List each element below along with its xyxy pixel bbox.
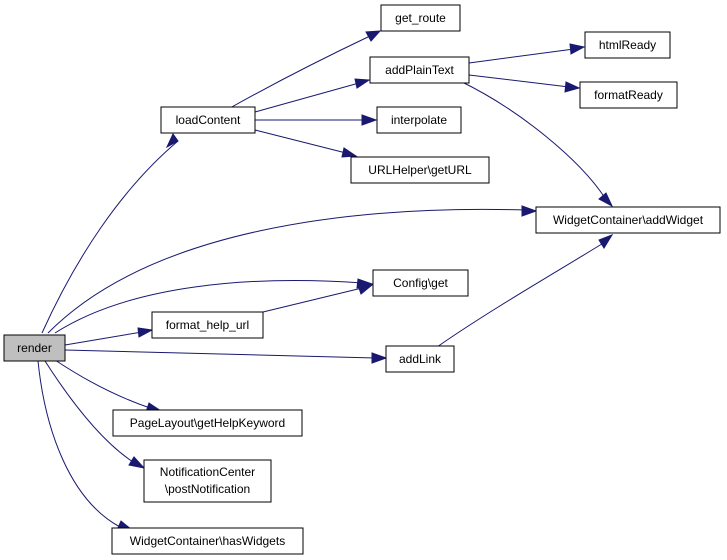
node-render[interactable]: render	[3, 334, 66, 362]
node-label: WidgetContainer\addWidget	[553, 213, 704, 227]
arrowhead	[165, 133, 179, 149]
edge-render-widgetcontainer-haswidgets	[37, 360, 121, 528]
node-urlhelper-geturl[interactable]: URLHelper\getURL	[350, 156, 490, 184]
edge-render-format-help-url	[64, 331, 143, 346]
node-label: URLHelper\getURL	[368, 163, 472, 177]
node-label-line2: \postNotification	[165, 482, 250, 496]
edge-render-config-get	[54, 280, 364, 334]
node-label: format_help_url	[166, 318, 249, 332]
node-label: PageLayout\getHelpKeyword	[130, 416, 285, 430]
edge-loadcontent-getroute	[229, 35, 371, 109]
node-label: interpolate	[391, 113, 447, 127]
node-addlink[interactable]: addLink	[385, 345, 455, 373]
edges	[37, 35, 606, 528]
arrowheads	[116, 30, 614, 531]
arrowhead	[361, 114, 378, 126]
arrowhead	[371, 352, 388, 364]
node-loadcontent[interactable]: loadContent	[160, 106, 256, 134]
node-label: loadContent	[176, 113, 241, 127]
arrowhead	[128, 456, 146, 469]
edge-addplaintext-htmlready	[468, 48, 575, 64]
edge-addlink-addwidget	[436, 241, 606, 348]
node-formatready[interactable]: formatReady	[579, 81, 678, 109]
arrowhead	[598, 192, 614, 208]
edge-addplaintext-formatready	[468, 74, 570, 88]
node-label: WidgetContainer\hasWidgets	[130, 534, 285, 548]
node-label: addPlainText	[385, 63, 454, 77]
arrowhead	[137, 327, 154, 338]
arrowhead	[569, 43, 586, 55]
node-label: Config\get	[393, 276, 448, 290]
edge-loadcontent-urlhelper	[254, 129, 347, 154]
node-notificationcenter-postnotification[interactable]: NotificationCenter \postNotification	[143, 459, 272, 503]
node-widgetcontainer-addwidget[interactable]: WidgetContainer\addWidget	[535, 206, 721, 234]
arrowhead	[598, 234, 614, 249]
arrowhead	[564, 81, 581, 93]
node-label: render	[17, 341, 52, 355]
node-htmlready[interactable]: htmlReady	[584, 31, 671, 59]
node-label: htmlReady	[599, 38, 656, 52]
node-label: get_route	[395, 11, 446, 25]
edge-render-pagelayout	[54, 359, 151, 409]
edge-render-addlink	[64, 349, 376, 359]
arrowhead	[341, 147, 358, 158]
node-config-get[interactable]: Config\get	[372, 269, 469, 297]
edge-formathelpurl-configget	[262, 287, 363, 313]
node-label-line1: NotificationCenter	[160, 465, 255, 479]
node-get-route[interactable]: get_route	[380, 4, 461, 32]
node-addplaintext[interactable]: addPlainText	[369, 56, 470, 84]
node-format-help-url[interactable]: format_help_url	[151, 311, 264, 339]
edge-addplaintext-addwidget	[459, 80, 606, 199]
node-label: addLink	[399, 352, 442, 366]
arrowhead	[354, 78, 371, 89]
arrowhead	[365, 30, 382, 42]
arrowhead	[357, 284, 374, 295]
node-widgetcontainer-haswidgets[interactable]: WidgetContainer\hasWidgets	[111, 527, 304, 555]
node-pagelayout-gethelpkeyword[interactable]: PageLayout\getHelpKeyword	[112, 409, 303, 437]
edge-render-widgetcontainer-addwidget	[47, 208, 527, 334]
edge-render-notificationcenter	[44, 360, 134, 463]
arrowhead	[521, 205, 538, 217]
node-label: formatReady	[594, 88, 663, 102]
node-interpolate[interactable]: interpolate	[376, 106, 462, 134]
edge-loadcontent-addplaintext	[254, 82, 360, 113]
edge-render-loadcontent	[41, 140, 179, 334]
